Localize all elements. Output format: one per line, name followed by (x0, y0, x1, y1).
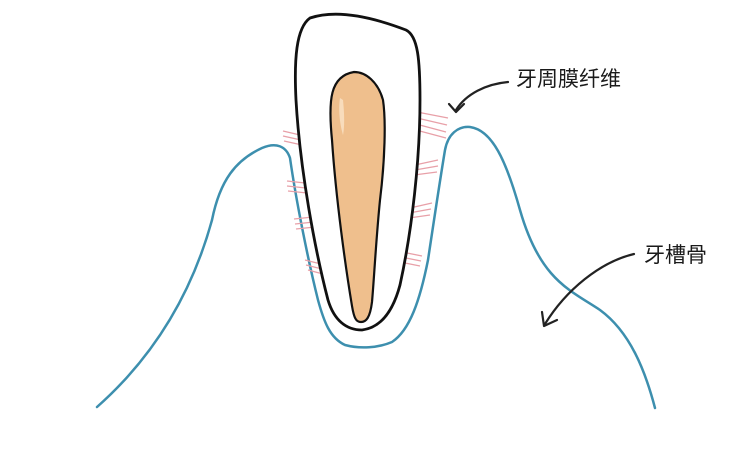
arrow-to-periodontal-fibers (447, 80, 510, 114)
pulp-cavity (329, 70, 386, 324)
arrow-shaft (454, 80, 510, 112)
fiber-line (414, 159, 439, 166)
arrow-shaft (543, 252, 636, 326)
label-alveolar-bone: 牙槽骨 (644, 243, 707, 267)
fiber-line (286, 185, 307, 189)
fiber-line (414, 165, 439, 171)
arrow-to-alveolar-bone (540, 252, 636, 328)
fiber-line (282, 130, 301, 136)
arrow-head (447, 102, 466, 114)
fiber-line (416, 117, 448, 126)
arrow-head (540, 310, 559, 328)
label-periodontal-ligament: 牙周膜纤维 (516, 67, 621, 91)
fiber-line (416, 111, 449, 119)
pulp-highlight (339, 98, 345, 135)
fiber-line (286, 180, 306, 184)
fiber-line (287, 190, 308, 194)
alveolar-bone-outline (95, 125, 657, 410)
fiber-line (415, 129, 447, 139)
fiber-line (415, 123, 447, 133)
